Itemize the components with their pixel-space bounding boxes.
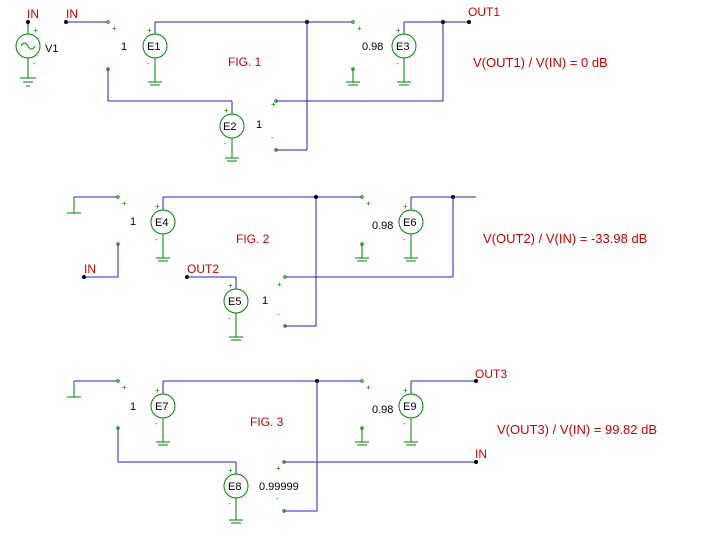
svg-text:-: - bbox=[228, 314, 231, 323]
svg-text:-: - bbox=[403, 419, 406, 428]
svg-text:+: + bbox=[396, 26, 401, 35]
figure-title-3: FIG. 3 bbox=[250, 415, 284, 429]
gain-e1: 1 bbox=[121, 41, 127, 53]
svg-text:-: - bbox=[224, 139, 227, 148]
gain-e6: 0.98 bbox=[372, 220, 393, 232]
svg-text:+: + bbox=[147, 26, 152, 35]
svg-text:-: - bbox=[271, 133, 274, 142]
svg-text:+: + bbox=[357, 24, 362, 33]
svg-text:+: + bbox=[155, 202, 160, 211]
svg-text:-: - bbox=[276, 494, 279, 503]
svg-text:E5: E5 bbox=[228, 296, 241, 308]
figure-result-3: V(OUT3) / V(IN) = 99.82 dB bbox=[497, 422, 657, 437]
node-label-out1: OUT1 bbox=[468, 5, 500, 19]
vcvs-e4[interactable]: + - E4 bbox=[150, 197, 176, 262]
gain-e4: 1 bbox=[130, 216, 136, 228]
svg-text:+: + bbox=[366, 199, 371, 208]
vcvs-e7[interactable]: + - E7 bbox=[150, 381, 176, 446]
vcvs-e3[interactable]: + - E3 bbox=[391, 22, 417, 86]
node-label-in: IN bbox=[66, 7, 78, 21]
vcvs-e1[interactable]: + - + E1 bbox=[112, 22, 168, 86]
gain-e8: 0.99999 bbox=[259, 481, 299, 493]
svg-text:-: - bbox=[33, 59, 36, 68]
figure-3: + 1 + - E7 + 0.98 + bbox=[67, 367, 657, 524]
figure-2: + 1 IN + - E4 + 0.98 bbox=[67, 195, 647, 341]
svg-text:+: + bbox=[155, 386, 160, 395]
svg-text:E7: E7 bbox=[155, 401, 168, 413]
svg-text:-: - bbox=[147, 59, 150, 68]
gain-e7: 1 bbox=[130, 401, 136, 413]
node-label-out3: OUT3 bbox=[475, 367, 507, 381]
vcvs-e2[interactable]: + - E2 bbox=[219, 101, 245, 162]
figure-result-1: V(OUT1) / V(IN) = 0 dB bbox=[473, 55, 608, 70]
figure-title-2: FIG. 2 bbox=[236, 232, 270, 246]
svg-text:+: + bbox=[403, 386, 408, 395]
node-label-in: IN bbox=[27, 7, 39, 21]
svg-text:+: + bbox=[271, 100, 276, 109]
svg-text:E8: E8 bbox=[228, 481, 241, 493]
svg-text:+: + bbox=[112, 24, 117, 33]
svg-text:E4: E4 bbox=[155, 217, 168, 229]
node-label-in: IN bbox=[475, 447, 487, 461]
svg-text:+: + bbox=[228, 281, 233, 290]
svg-text:+: + bbox=[33, 26, 38, 35]
figure-1: + - IN V1 IN + - + E1 1 bbox=[15, 5, 608, 162]
svg-text:+: + bbox=[122, 383, 127, 392]
svg-text:-: - bbox=[228, 499, 231, 508]
node-label-in: IN bbox=[84, 262, 96, 276]
svg-text:+: + bbox=[228, 466, 233, 475]
figure-title-1: FIG. 1 bbox=[228, 55, 262, 69]
svg-text:-: - bbox=[403, 235, 406, 244]
gain-e9: 0.98 bbox=[372, 404, 393, 416]
svg-text:-: - bbox=[155, 235, 158, 244]
svg-text:E9: E9 bbox=[403, 401, 416, 413]
svg-text:-: - bbox=[396, 59, 399, 68]
vcvs-e5[interactable]: + - E5 bbox=[223, 277, 249, 341]
svg-text:E1: E1 bbox=[147, 41, 160, 53]
svg-text:+: + bbox=[122, 199, 127, 208]
gain-e2: 1 bbox=[256, 119, 262, 131]
svg-text:+: + bbox=[276, 464, 281, 473]
svg-text:E2: E2 bbox=[223, 121, 236, 133]
figure-result-2: V(OUT2) / V(IN) = -33.98 dB bbox=[483, 231, 647, 246]
voltage-source-v1[interactable]: + - bbox=[15, 20, 41, 87]
svg-text:E6: E6 bbox=[403, 217, 416, 229]
gain-e3: 0.98 bbox=[362, 41, 383, 53]
svg-text:-: - bbox=[155, 419, 158, 428]
source-label-v1: V1 bbox=[45, 43, 58, 55]
vcvs-e6[interactable]: + - E6 bbox=[398, 197, 424, 262]
vcvs-e8[interactable]: + - E8 bbox=[223, 462, 249, 524]
svg-text:+: + bbox=[224, 106, 229, 115]
svg-text:-: - bbox=[277, 310, 280, 319]
node-label-out2: OUT2 bbox=[187, 262, 219, 276]
svg-text:E3: E3 bbox=[396, 41, 409, 53]
svg-text:+: + bbox=[366, 383, 371, 392]
svg-text:+: + bbox=[277, 280, 282, 289]
gain-e5: 1 bbox=[262, 295, 268, 307]
vcvs-e9[interactable]: + - E9 bbox=[398, 381, 424, 446]
svg-text:+: + bbox=[403, 202, 408, 211]
